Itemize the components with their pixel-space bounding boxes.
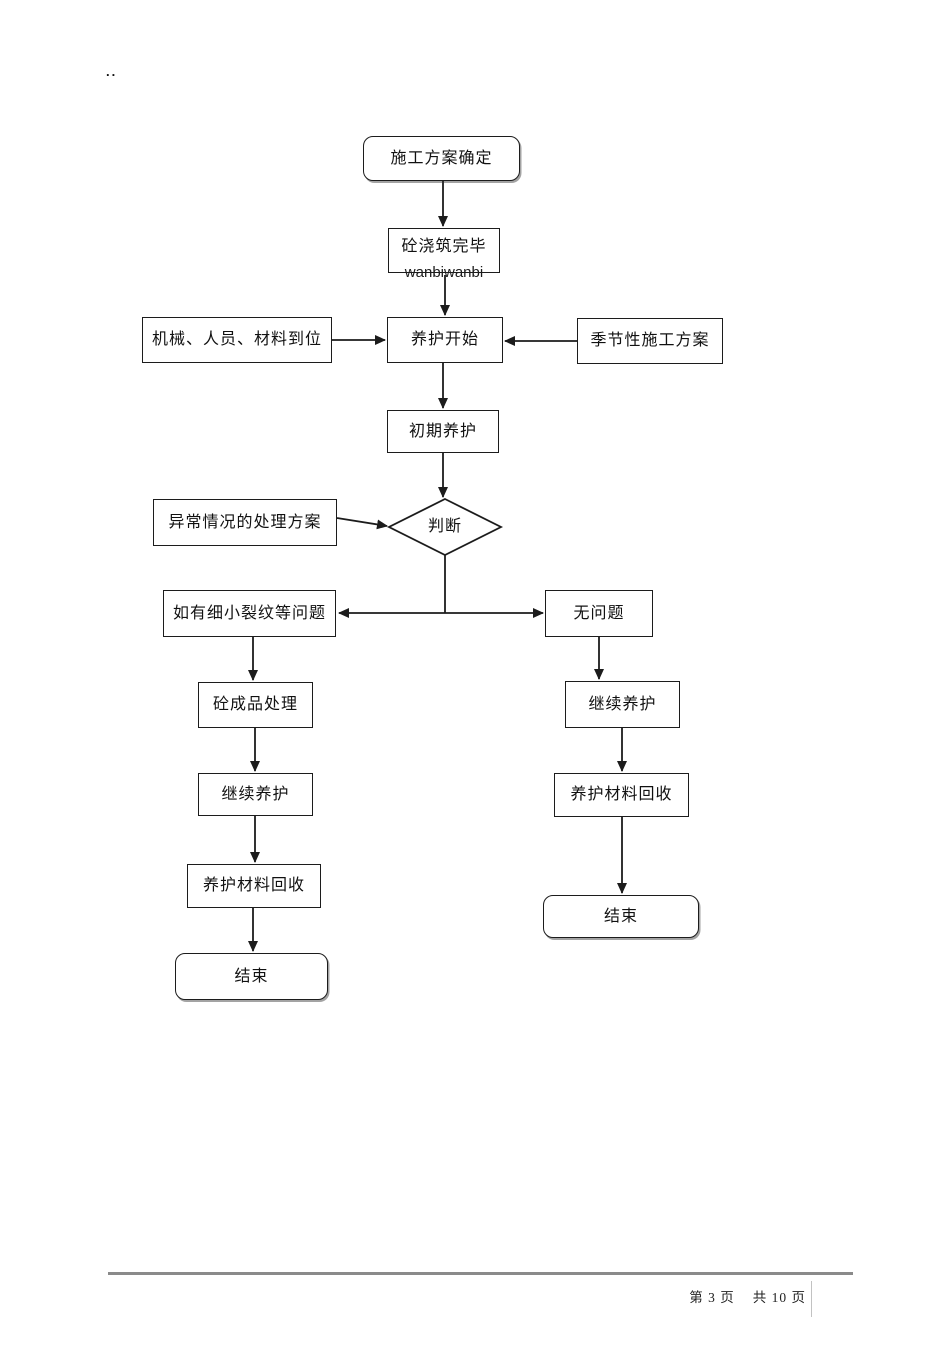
footer-page-total: 共 10 页 bbox=[752, 1290, 806, 1305]
node-continue-curing-right-label: 继续养护 bbox=[588, 695, 657, 713]
arrow-abnormal-to-judge bbox=[336, 517, 388, 530]
node-material-recycle-right-label: 养护材料回收 bbox=[570, 786, 673, 804]
node-no-problem-label: 无问题 bbox=[573, 604, 625, 622]
node-end-right-label: 结束 bbox=[603, 907, 638, 925]
node-initial-curing-label: 初期养护 bbox=[408, 422, 477, 440]
node-initial-curing: 初期养护 bbox=[387, 410, 499, 453]
node-material-recycle-left: 养护材料回收 bbox=[187, 864, 321, 908]
node-abnormal-plan-label: 异常情况的处理方案 bbox=[168, 513, 322, 531]
node-continue-curing-right: 继续养护 bbox=[565, 681, 680, 728]
node-seasonal-plan-label: 季节性施工方案 bbox=[590, 332, 710, 350]
node-material-recycle-right: 养护材料回收 bbox=[554, 773, 689, 817]
footer-caret-line bbox=[811, 1281, 812, 1317]
node-material-recycle-left-label: 养护材料回收 bbox=[202, 877, 305, 895]
node-judge: 判断 bbox=[389, 499, 501, 555]
node-seasonal-plan: 季节性施工方案 bbox=[577, 318, 723, 364]
node-continue-curing-left: 继续养护 bbox=[198, 773, 313, 816]
node-product-treatment-label: 砼成品处理 bbox=[212, 696, 298, 714]
node-pour-complete-label: 砼浇筑完毕 bbox=[401, 238, 487, 255]
node-pour-complete: 砼浇筑完毕 wanbiwanbi bbox=[388, 228, 500, 281]
node-product-treatment: 砼成品处理 bbox=[198, 682, 313, 728]
node-judge-label: 判断 bbox=[427, 518, 462, 536]
node-has-cracks: 如有细小裂纹等问题 bbox=[163, 590, 336, 637]
node-start: 施工方案确定 bbox=[363, 136, 520, 181]
node-pour-overflow-text: wanbiwanbi bbox=[404, 264, 484, 281]
node-continue-curing-left-label: 继续养护 bbox=[221, 785, 290, 803]
node-no-problem: 无问题 bbox=[545, 590, 653, 637]
node-curing-start-label: 养护开始 bbox=[410, 331, 479, 349]
node-end-left-label: 结束 bbox=[234, 967, 269, 985]
node-abnormal-plan: 异常情况的处理方案 bbox=[153, 499, 337, 546]
node-end-left: 结束 bbox=[175, 953, 328, 1000]
node-start-label: 施工方案确定 bbox=[390, 149, 493, 167]
node-resources-ready: 机械、人员、材料到位 bbox=[142, 317, 332, 363]
node-curing-start: 养护开始 bbox=[387, 317, 503, 363]
footer-rule bbox=[108, 1272, 853, 1275]
node-has-cracks-label: 如有细小裂纹等问题 bbox=[172, 604, 326, 622]
footer-page-info: 第 3 页 共 10 页 bbox=[689, 1286, 806, 1306]
node-end-right: 结束 bbox=[543, 895, 699, 938]
corner-mark: .. bbox=[106, 64, 118, 79]
footer-page-current: 第 3 页 bbox=[689, 1290, 735, 1305]
node-resources-ready-label: 机械、人员、材料到位 bbox=[151, 331, 322, 349]
